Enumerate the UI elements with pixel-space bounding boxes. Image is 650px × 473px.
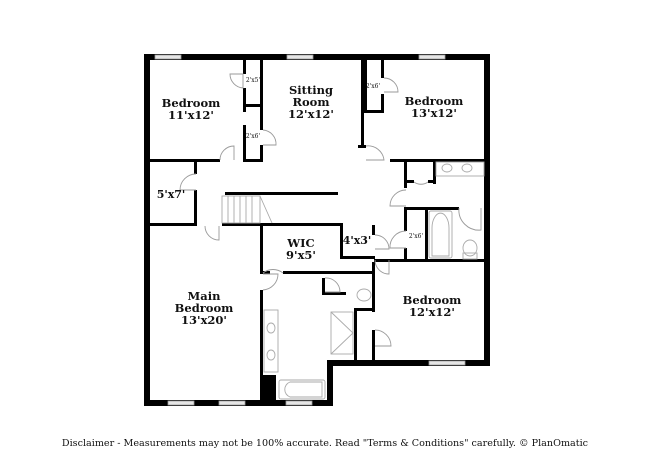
disclaimer-text: Disclaimer - Measurements may not be 100… [61,438,589,449]
room-label-sitting-room: Sitting Room 12'x12' [288,84,334,120]
room-name-line1: Sitting [288,82,334,97]
closet-label-2x6-a: 2'x6' [245,132,261,140]
room-size: 5'x7' [156,188,186,202]
closet-size: 2'x6' [365,82,381,90]
room-size: 4'x3' [342,234,372,248]
room-size: 11'x12' [168,108,214,122]
bath-fixtures [263,161,485,400]
closet-size: 2'x6' [408,232,424,240]
closet-label-2x6-b: 2'x6' [365,82,381,90]
room-size: 9'x5' [286,248,316,262]
room-name-line2: Bedroom [174,300,234,315]
room-label-wic: WIC 9'x5' [286,237,316,261]
room-label-bedroom-nw: Bedroom 11'x12' [162,97,221,121]
room-size: 13'x20' [181,313,227,328]
room-label-storage-5x7: 5'x7' [157,189,186,201]
room-label-bedroom-se: Bedroom 12'x12' [403,294,462,318]
closet-size: 2'x6' [245,132,261,140]
room-name: Bedroom [161,95,221,110]
closet-label-2x6-c: 2'x6' [408,232,424,240]
room-name: Bedroom [404,93,464,108]
room-label-bedroom-ne: Bedroom 13'x12' [405,95,464,119]
room-label-closet-4x3: 4'x3' [343,235,372,247]
room-size: 13'x12' [411,106,457,120]
staircase [221,195,273,224]
room-label-main-bedroom: Main Bedroom 13'x20' [175,290,234,326]
room-name-line1: Main [187,288,221,303]
room-size: 12'x12' [409,305,455,319]
closet-label-2x5: 2'x5' [245,76,261,84]
door-swings [179,73,482,347]
room-name: WIC [287,235,315,250]
closet-size: 2'x5' [245,76,261,84]
room-size: 12'x12' [288,107,334,122]
windows [154,54,466,406]
room-name: Bedroom [402,292,462,307]
room-name-line2: Room [292,94,330,109]
interior-walls [150,60,484,400]
